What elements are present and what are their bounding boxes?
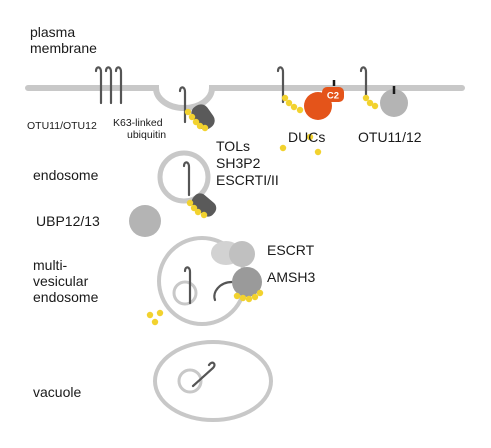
ducs-label: DUCs [288,129,325,145]
k63-label-line1: K63-linked [113,117,163,129]
mve-label-line3: endosome [33,289,99,305]
plasma-membrane-label-line1: plasma [30,24,75,40]
vacuole [153,340,273,422]
escrt-label: ESCRT [267,242,315,258]
vacuole-label: vacuole [33,384,81,400]
otu-left-label: OTU11/OTU12 [27,120,97,132]
amsh3-label: AMSH3 [267,269,315,285]
otu-right-label: OTU11/12 [358,129,422,145]
endosome-label: endosome [33,167,99,183]
endosome [157,150,217,219]
mve-label-line1: multi- [33,257,68,273]
receptor-group-otu [94,66,123,105]
ubiquitin-chain [186,199,208,219]
plasma-membrane-label-line2: membrane [30,40,97,56]
duc-complex: C2 [276,66,344,156]
ubiquitin-chain [281,94,304,114]
multivesicular-endosome [146,236,264,326]
ubiquitin-chain [184,108,209,132]
pit-receptor-complex [178,86,215,132]
otu-protein [380,89,408,117]
otu-complex [359,66,408,117]
sh3p2-label: SH3P2 [216,155,261,171]
ubiquitin-chain [233,289,264,303]
ubiquitin-chain [362,94,379,110]
ubp-label: UBP12/13 [36,213,100,229]
tols-label: TOLs [216,138,250,154]
mve-label-line2: vesicular [33,273,89,289]
escrt-i-ii-label: ESCRTI/II [216,172,279,188]
k63-label-line2: ubiquitin [127,129,166,141]
escrt-protein [229,241,255,267]
amsh3-protein [232,267,262,297]
ubp-protein [129,205,161,237]
c2-label: C2 [327,91,339,102]
c2-domain [322,87,344,102]
